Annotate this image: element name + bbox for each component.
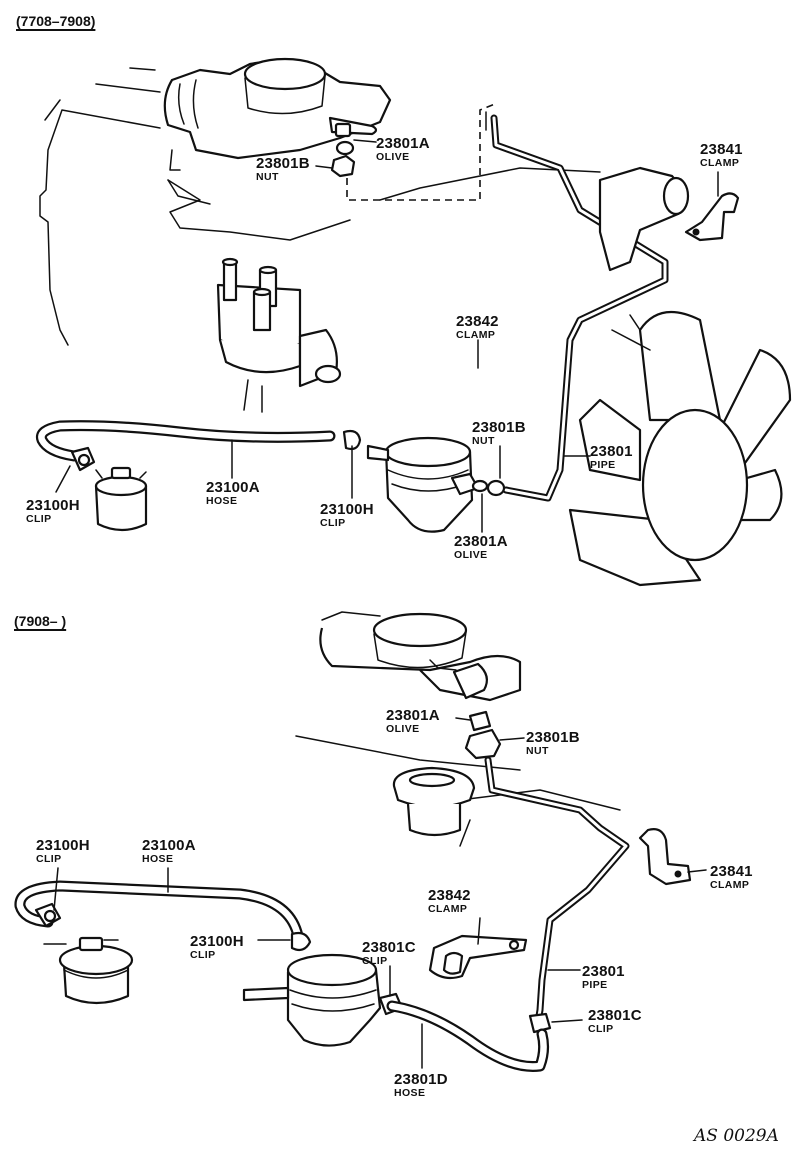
part-number: 23842 [456,313,499,330]
part-name: NUT [256,171,279,183]
label-clip-23100h-bottom-left: 23100H CLIP [36,838,90,865]
part-number: 23801 [582,963,625,980]
bottom-fuel-filter [43,936,134,1005]
part-name: OLIVE [386,723,420,735]
part-number: 23100A [206,479,260,496]
part-name: CLAMP [700,157,740,169]
part-number: 23801C [588,1007,642,1024]
part-name: PIPE [582,979,608,991]
part-name: OLIVE [376,151,410,163]
top-hose-23100a [35,420,336,462]
drawing-code: AS 0029A [694,1126,779,1146]
label-clamp-23841-upper: 23841 CLAMP [700,142,743,169]
label-olive-23801a-lower: 23801A OLIVE [454,534,508,561]
part-number: 23801A [454,533,508,550]
part-name: CLIP [26,513,52,525]
part-name: CLIP [190,949,216,961]
label-clip-23100h-upper-left: 23100H CLIP [26,498,80,525]
bottom-fittings [464,710,502,760]
bottom-leader-lines [53,717,707,1069]
label-pipe-23801-upper: 23801 PIPE [590,444,633,471]
top-pipe-23801 [490,114,669,502]
part-name: CLAMP [710,879,750,891]
bottom-carburetor [319,611,522,702]
label-hose-23100a-bottom: 23100A HOSE [142,838,196,865]
label-hose-23100a-upper: 23100A HOSE [206,480,260,507]
part-number: 23801A [376,135,430,152]
top-carburetor [163,57,392,205]
part-name: CLAMP [456,329,496,341]
part-name: CLIP [36,853,62,865]
bottom-oil-cap [392,766,476,837]
label-nut-23801b-bottom: 23801B NUT [526,730,580,757]
part-number: 23100A [142,837,196,854]
label-olive-23801a-upper: 23801A OLIVE [376,136,430,163]
part-number: 23841 [710,863,753,880]
label-nut-23801b-lower: 23801B NUT [472,420,526,447]
part-number: 23801C [362,939,416,956]
label-hose-23801d: 23801D HOSE [394,1072,448,1099]
range-header-2: (7908– ) [14,613,67,629]
part-name: CLIP [320,517,346,529]
top-fan [568,310,792,587]
bottom-hose-23100a [14,880,304,942]
part-number: 23842 [428,887,471,904]
part-number: 23841 [700,141,743,158]
label-clamp-23842-upper: 23842 CLAMP [456,314,499,341]
part-number: 23100H [26,497,80,514]
label-nut-23801b-upper: 23801B NUT [256,156,310,183]
top-fuel-filter [94,466,148,532]
part-number: 23801B [256,155,310,172]
part-name: PIPE [590,459,616,471]
part-name: HOSE [394,1087,426,1099]
label-clamp-23841-bottom: 23841 CLAMP [710,864,753,891]
label-clip-23100h-bottom-right: 23100H CLIP [190,934,244,961]
top-clamp-23841 [684,192,740,242]
bottom-clamp-23841 [638,828,692,886]
top-distributor [216,257,342,413]
part-number: 23801 [590,443,633,460]
part-name: HOSE [142,853,174,865]
bottom-hose-23801d [386,1000,550,1072]
part-name: NUT [526,745,549,757]
bottom-fuel-pump [242,953,382,1047]
label-olive-23801a-bottom: 23801A OLIVE [386,708,440,735]
top-fittings [330,103,496,201]
top-clips [70,429,362,472]
bottom-pipe-23801 [484,756,630,1026]
part-name: CLIP [588,1023,614,1035]
label-clip-23801c-right: 23801C CLIP [588,1008,642,1035]
label-clip-23100h-upper-right: 23100H CLIP [320,502,374,529]
part-number: 23100H [36,837,90,854]
part-number: 23100H [190,933,244,950]
top-fuel-pump [366,436,506,533]
label-pipe-23801-bottom: 23801 PIPE [582,964,625,991]
part-name: CLIP [362,955,388,967]
part-number: 23100H [320,501,374,518]
part-name: NUT [472,435,495,447]
bottom-clamp-23842 [428,934,528,980]
range-header-1: (7708–7908) [16,13,96,29]
part-number: 23801B [526,729,580,746]
part-number: 23801A [386,707,440,724]
top-water-outlet [598,166,690,272]
part-name: OLIVE [454,549,488,561]
part-name: HOSE [206,495,238,507]
part-name: CLAMP [428,903,468,915]
part-number: 23801B [472,419,526,436]
label-clamp-23842-bottom: 23842 CLAMP [428,888,471,915]
part-number: 23801D [394,1071,448,1088]
top-leader-lines [55,139,719,533]
label-clip-23801c-left: 23801C CLIP [362,940,416,967]
